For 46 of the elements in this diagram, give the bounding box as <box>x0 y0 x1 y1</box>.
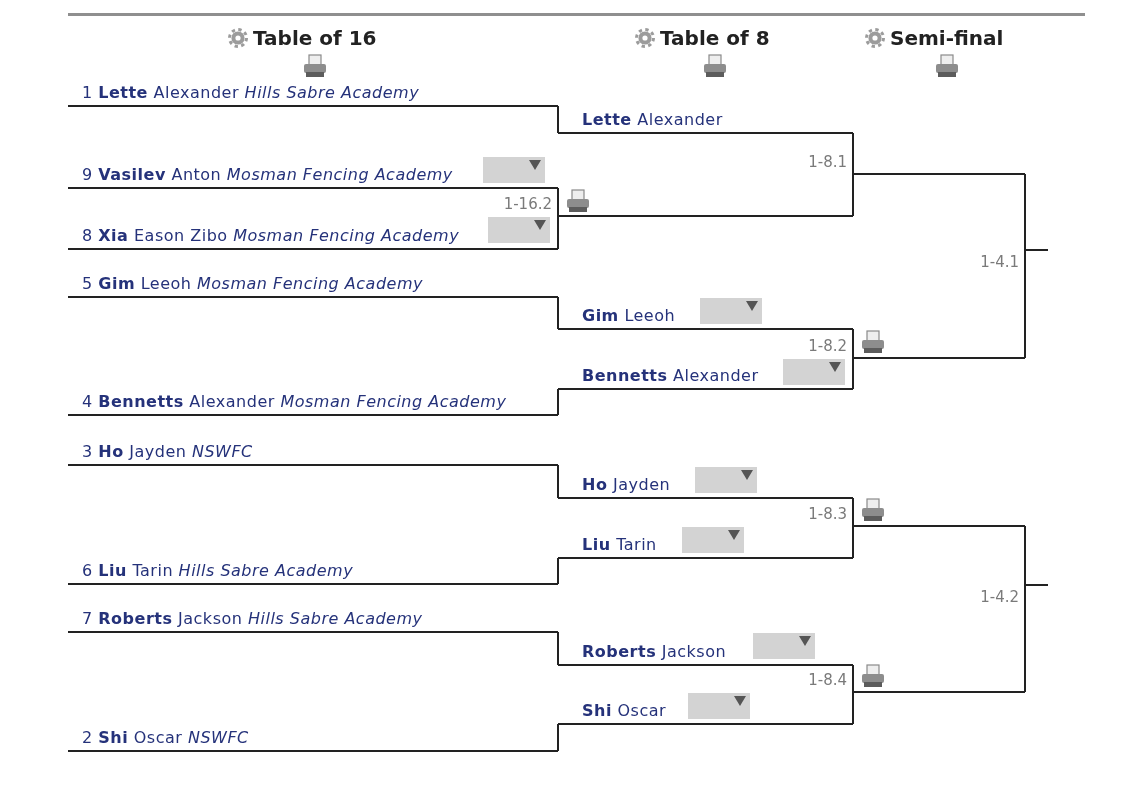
fencer-entry: Liu Tarin <box>582 535 657 555</box>
bracket-connector <box>852 497 854 527</box>
fencer-entry: 6 Liu Tarin Hills Sabre Academy <box>82 561 354 581</box>
fencer-entry: 7 Roberts Jackson Hills Sabre Academy <box>82 609 423 629</box>
fencer-entry: 9 Vasilev Anton Mosman Fencing Academy <box>82 165 453 185</box>
bracket-connector <box>852 525 854 559</box>
bracket-connector <box>557 215 559 250</box>
column-heading: Table of 16 <box>253 26 377 50</box>
fencer-entry: 4 Bennetts Alexander Mosman Fencing Academy <box>82 392 507 412</box>
bracket-connector <box>557 631 559 666</box>
fencer-entry: 1 Lette Alexander Hills Sabre Academy <box>82 83 420 103</box>
bracket-connector <box>852 664 854 693</box>
bracket-connector <box>557 557 559 585</box>
bracket-slot <box>558 465 853 499</box>
fencer-entry: 8 Xia Eason Zibo Mosman Fencing Academy <box>82 226 460 246</box>
bracket-connector <box>557 388 559 416</box>
bracket-connector <box>557 296 559 330</box>
bracket-connector <box>852 328 854 359</box>
bracket-connector <box>557 105 559 134</box>
bracket-slot <box>558 632 853 666</box>
bracket-connector <box>852 357 854 390</box>
bracket-slot <box>558 691 853 725</box>
fencer-entry: 3 Ho Jayden NSWFC <box>82 442 253 462</box>
bracket-slot <box>558 356 853 390</box>
fencer-entry: Bennetts Alexander <box>582 366 759 386</box>
fencer-entry: Shi Oscar <box>582 701 667 721</box>
bracket-slot <box>558 296 853 330</box>
bracket-slot <box>68 155 558 189</box>
bracket-connector <box>557 723 559 752</box>
fencer-entry: Lette Alexander <box>582 110 723 130</box>
bracket-connector <box>852 132 854 175</box>
bracket-slot <box>68 216 558 250</box>
bracket-connector <box>557 464 559 499</box>
bracket-connector <box>852 173 854 217</box>
fencer-entry: Gim Leeoh <box>582 306 676 326</box>
fencer-entry: 2 Shi Oscar NSWFC <box>82 728 249 748</box>
bracket-connector <box>1024 584 1049 693</box>
column-heading: Semi-final <box>890 26 1004 50</box>
fencer-entry: 5 Gim Leeoh Mosman Fencing Academy <box>82 274 423 294</box>
bracket-slot <box>558 525 853 559</box>
bracket-connector <box>852 691 854 725</box>
fencer-entry: Roberts Jackson <box>582 642 727 662</box>
fencer-entry: Ho Jayden <box>582 475 671 495</box>
bracket-connector <box>1024 249 1049 359</box>
bracket-connector <box>557 187 559 217</box>
column-heading: Table of 8 <box>660 26 770 50</box>
